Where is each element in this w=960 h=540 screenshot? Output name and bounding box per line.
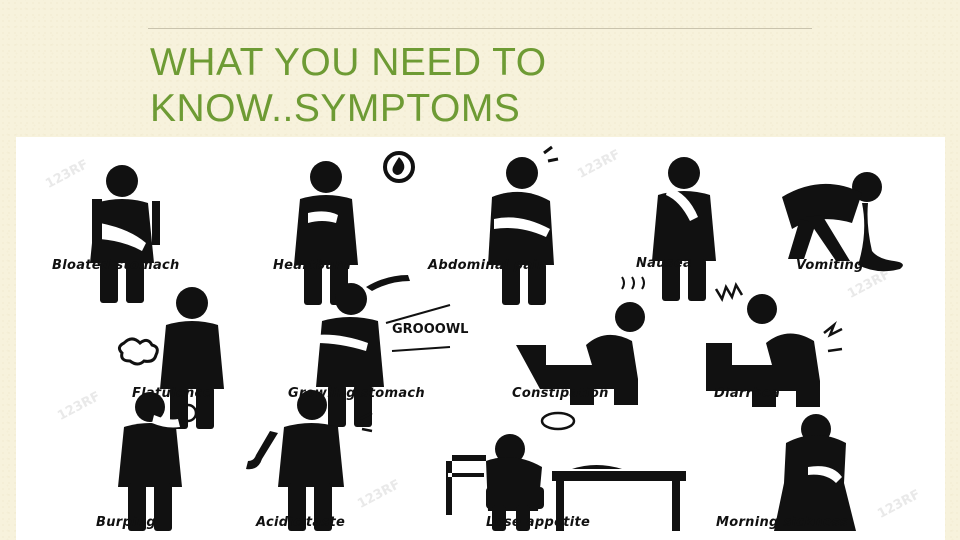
caption-flatulence: Flatulence (132, 386, 212, 401)
caption-heartburn: Heartburn (273, 258, 352, 273)
caption-acidic-taste: Acidic taste (256, 515, 346, 530)
caption-growling-stomach: Growling stomach (288, 386, 425, 401)
caption-constipation: Constipation (512, 386, 609, 401)
constipation-figure (516, 276, 645, 405)
burping-figure (118, 392, 198, 531)
flatulence-figure (117, 287, 224, 429)
title-line-2: KNOW..SYMPTOMS (150, 87, 521, 130)
symptom-figures: GROOOWL (90, 145, 903, 531)
caption-bloated-stomach: Bloated stomach (52, 258, 180, 273)
caption-vomiting: Vomiting (796, 258, 864, 273)
caption-lose-appetite: Lose appetite (486, 515, 591, 530)
abdominal-pain-figure (488, 145, 559, 305)
growling-stomach-figure (316, 275, 451, 427)
caption-diarrhea: Diarrhea (714, 386, 781, 401)
growl-sound-text: GROOOWL (392, 322, 468, 337)
title-line-1: WHAT YOU NEED TO (150, 41, 547, 84)
vomiting-figure (782, 172, 903, 272)
nausea-figure (652, 157, 716, 301)
diarrhea-figure (706, 282, 843, 407)
caption-burping: Burping (96, 515, 156, 530)
caption-abdominal-pain: Abdominal pain (428, 258, 547, 273)
caption-nausea: Nausea (636, 256, 693, 271)
symptoms-illustration: 123RF 123RF 123RF 123RF 123RF 123RF (16, 137, 945, 540)
title-rule (148, 28, 812, 29)
heartburn-figure (294, 151, 415, 305)
lose-appetite-figure (446, 411, 686, 531)
acidic-taste-figure (246, 390, 373, 531)
bloated-stomach-figure (90, 165, 160, 303)
caption-morning-sickness: Morning sickness (716, 515, 848, 530)
slide-title: WHAT YOU NEED TO KNOW..SYMPTOMS (150, 40, 790, 132)
morning-sickness-figure (774, 414, 856, 531)
